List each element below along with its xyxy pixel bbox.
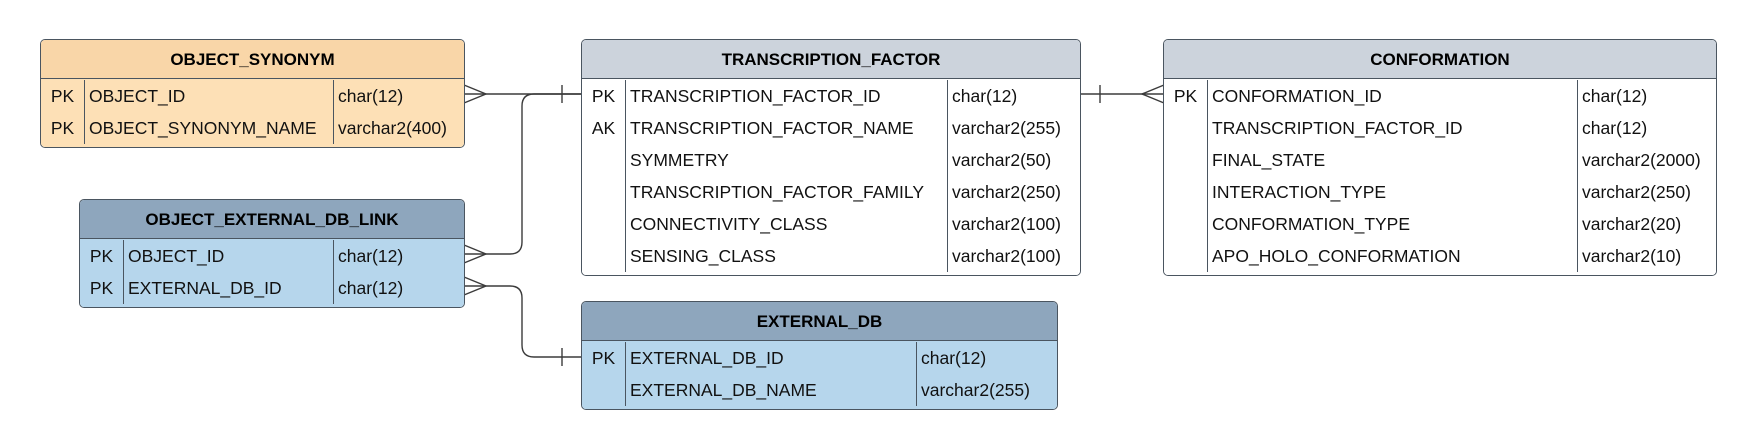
edge-object-external-db-link-to-transcription-factor (463, 93, 582, 264)
field-name: TRANSCRIPTION_FACTOR_FAMILY (626, 176, 948, 208)
field-name: TRANSCRIPTION_FACTOR_ID (1208, 112, 1578, 144)
crowfoot-many-marker (1140, 84, 1165, 104)
field-name: EXTERNAL_DB_ID (124, 272, 334, 304)
entity-title: OBJECT_SYNONYM (41, 40, 464, 79)
field-name: INTERACTION_TYPE (1208, 176, 1578, 208)
field-type: char(12) (338, 278, 404, 298)
field-type: varchar2(2000) (1582, 150, 1701, 170)
field-name: SYMMETRY (626, 144, 948, 176)
key-label (1164, 144, 1208, 176)
key-label: PK (80, 272, 124, 304)
field-type: char(12) (338, 86, 404, 106)
field-type: char(12) (1582, 86, 1648, 106)
field-name: APO_HOLO_CONFORMATION (1208, 240, 1578, 272)
key-label (1164, 240, 1208, 272)
field-type: char(12) (338, 246, 404, 266)
field-type: varchar2(400) (338, 118, 447, 138)
entity-fields: PK TRANSCRIPTION_FACTOR_ID char(12) AK T… (582, 79, 1080, 275)
entity-title: OBJECT_EXTERNAL_DB_LINK (80, 200, 464, 239)
edge-transcription-factor-to-conformation (1080, 84, 1165, 104)
entity-title: EXTERNAL_DB (582, 302, 1057, 341)
key-label (582, 208, 626, 240)
field-name: TRANSCRIPTION_FACTOR_NAME (626, 112, 948, 144)
field-type: char(12) (921, 348, 987, 368)
field-type: varchar2(255) (921, 380, 1030, 400)
field-name: OBJECT_ID (124, 240, 334, 272)
field-name: TRANSCRIPTION_FACTOR_ID (626, 80, 948, 112)
entity-conformation[interactable]: CONFORMATION PK CONFORMATION_ID char(12)… (1163, 39, 1717, 276)
field-name: EXTERNAL_DB_NAME (626, 374, 917, 406)
field-name: FINAL_STATE (1208, 144, 1578, 176)
key-label (582, 176, 626, 208)
entity-external-db[interactable]: EXTERNAL_DB PK EXTERNAL_DB_ID char(12) E… (581, 301, 1058, 410)
field-type: varchar2(250) (952, 182, 1061, 202)
field-type: varchar2(20) (1582, 214, 1682, 234)
field-name: CONNECTIVITY_CLASS (626, 208, 948, 240)
key-label (1164, 112, 1208, 144)
key-label: PK (41, 80, 85, 112)
field-name: OBJECT_SYNONYM_NAME (85, 112, 334, 144)
field-type: char(12) (1582, 118, 1648, 138)
crowfoot-many-marker (463, 84, 488, 104)
key-label (582, 240, 626, 272)
entity-fields: PK OBJECT_ID char(12) PK EXTERNAL_DB_ID … (80, 239, 464, 307)
key-label: PK (582, 342, 626, 374)
key-label: PK (41, 112, 85, 144)
entity-object-external-db-link[interactable]: OBJECT_EXTERNAL_DB_LINK PK OBJECT_ID cha… (79, 199, 465, 308)
key-label: PK (1164, 80, 1208, 112)
field-name: CONFORMATION_TYPE (1208, 208, 1578, 240)
field-type: varchar2(255) (952, 118, 1061, 138)
edge-object-external-db-link-to-external-db (463, 276, 582, 366)
entity-object-synonym[interactable]: OBJECT_SYNONYM PK OBJECT_ID char(12) PK … (40, 39, 465, 148)
key-label: PK (582, 80, 626, 112)
key-label (1164, 208, 1208, 240)
entity-transcription-factor[interactable]: TRANSCRIPTION_FACTOR PK TRANSCRIPTION_FA… (581, 39, 1081, 276)
entity-fields: PK CONFORMATION_ID char(12) TRANSCRIPTIO… (1164, 79, 1716, 275)
field-type: char(12) (952, 86, 1018, 106)
field-type: varchar2(250) (1582, 182, 1691, 202)
entity-fields: PK EXTERNAL_DB_ID char(12) EXTERNAL_DB_N… (582, 341, 1057, 409)
entity-title: CONFORMATION (1164, 40, 1716, 79)
crowfoot-many-marker (463, 244, 488, 264)
key-label (582, 374, 626, 406)
crowfoot-many-marker (463, 276, 488, 296)
entity-fields: PK OBJECT_ID char(12) PK OBJECT_SYNONYM_… (41, 79, 464, 147)
field-type: varchar2(50) (952, 150, 1052, 170)
key-label: AK (582, 112, 626, 144)
field-name: EXTERNAL_DB_ID (626, 342, 917, 374)
key-label: PK (80, 240, 124, 272)
field-name: SENSING_CLASS (626, 240, 948, 272)
field-name: OBJECT_ID (85, 80, 334, 112)
field-type: varchar2(100) (952, 246, 1061, 266)
field-type: varchar2(10) (1582, 246, 1682, 266)
entity-title: TRANSCRIPTION_FACTOR (582, 40, 1080, 79)
key-label (582, 144, 626, 176)
field-name: CONFORMATION_ID (1208, 80, 1578, 112)
field-type: varchar2(100) (952, 214, 1061, 234)
key-label (1164, 176, 1208, 208)
